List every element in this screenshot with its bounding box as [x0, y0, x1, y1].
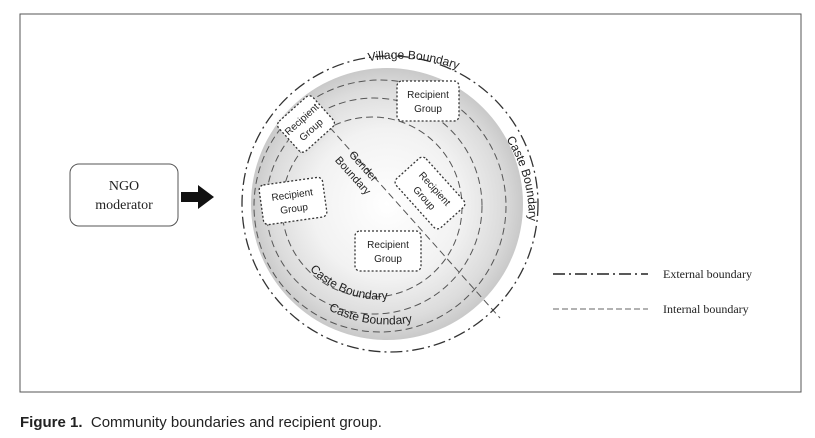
figure-caption-label: Figure 1.: [20, 414, 83, 431]
legend: External boundary Internal boundary: [553, 267, 752, 316]
svg-text:Group: Group: [374, 254, 402, 265]
recipient-group-box: Recipient Group: [396, 80, 460, 122]
ngo-moderator-box: NGO moderator: [69, 163, 179, 227]
village-boundary-ring: [241, 55, 539, 353]
ngo-label: NGO: [109, 179, 139, 194]
gender-boundary-line: [307, 102, 501, 319]
recipient-group-box: Recipient Group: [354, 230, 422, 272]
recipient-group-box: Recipient Group: [276, 95, 336, 153]
svg-text:Recipient: Recipient: [407, 90, 449, 101]
caste-boundary-outer-ring: [253, 79, 507, 333]
recipient-group-box: Recipient Group: [258, 176, 328, 226]
recipient-group-box: Recipient Group: [394, 156, 466, 230]
svg-text:Recipient: Recipient: [367, 240, 409, 251]
external-boundary-legend-label: External boundary: [663, 267, 752, 281]
caste-boundary-middle-ring: [265, 97, 483, 315]
svg-text:Group: Group: [414, 104, 442, 115]
internal-boundary-legend-label: Internal boundary: [663, 302, 749, 316]
svg-text:Group: Group: [280, 202, 309, 217]
figure-caption: Figure 1. Community boundaries and recip…: [20, 414, 382, 431]
figure-caption-text: Community boundaries and recipient group…: [90, 414, 382, 431]
arrow-right-icon: [181, 185, 214, 209]
moderator-label: moderator: [95, 198, 153, 213]
